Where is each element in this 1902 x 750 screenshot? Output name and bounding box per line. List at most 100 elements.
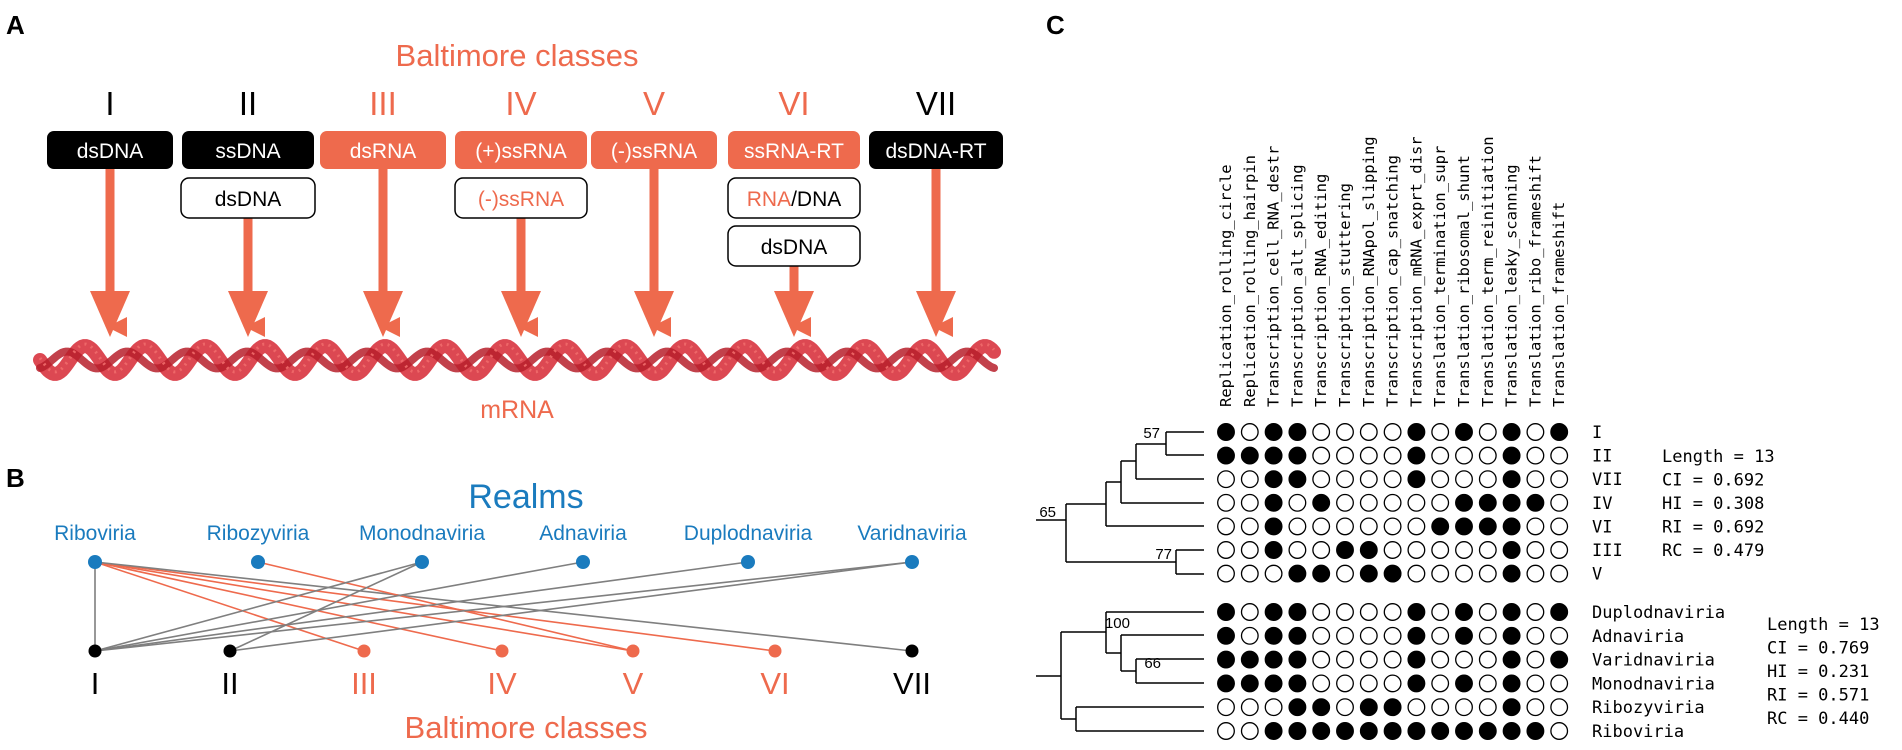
realms-cell-4-2 (1240, 674, 1259, 693)
tree-realms (1036, 611, 1204, 732)
realm-dot-riboviria (88, 555, 102, 569)
matrix1-stat-4: RI = 0.692 (1662, 518, 1764, 538)
classes-cell-7-1 (1217, 564, 1235, 583)
matrix1-stat-3: HI = 0.308 (1662, 494, 1764, 514)
realms-cell-6-2 (1240, 722, 1259, 740)
classes-cell-1-13 (1502, 423, 1521, 441)
baltimore-classes-footer: Baltimore classes (405, 710, 648, 745)
classes-cell-3-1 (1217, 470, 1235, 489)
classes-cell-4-4 (1288, 493, 1307, 512)
realms-cell-4-1 (1217, 674, 1235, 693)
class-numeral-5: V (643, 85, 665, 122)
classes-cell-2-13 (1502, 446, 1521, 465)
realms-row-label-6: Riboviria (1592, 722, 1684, 742)
link-monodnaviria-ii (229, 561, 423, 652)
genome-box-2 (182, 131, 314, 169)
classes-cell-2-9 (1407, 446, 1426, 465)
character-header-2: Replication_rolling_hairpin (1241, 155, 1259, 407)
classes-cell-5-7 (1359, 517, 1378, 536)
classes-cell-2-2 (1240, 446, 1259, 465)
realm-label-riboviria: Riboviria (54, 522, 136, 545)
class-dot-i (88, 644, 102, 658)
realms-cell-5-5 (1312, 698, 1331, 717)
intermediate-iv: (-)ssRNA (454, 177, 588, 219)
realms-cell-6-1 (1217, 722, 1235, 740)
class-dot-ii (223, 644, 237, 658)
realms-cell-4-12 (1478, 674, 1497, 693)
realms-cell-5-15 (1550, 698, 1569, 717)
link-monodnaviria-i (94, 561, 423, 652)
classes-row-label-2: II (1592, 447, 1612, 467)
realms-cell-1-7 (1359, 603, 1378, 621)
classes-cell-3-15 (1550, 470, 1569, 489)
classes-cell-5-14 (1526, 517, 1545, 536)
classes-cell-5-6 (1336, 517, 1354, 536)
realms-cell-1-2 (1240, 603, 1259, 621)
classes-cell-3-14 (1526, 470, 1545, 489)
realms-cell-2-2 (1240, 626, 1259, 645)
classes-cell-7-3 (1264, 564, 1283, 583)
matrix2-stat-2: CI = 0.769 (1767, 639, 1869, 659)
realms-cell-2-8 (1383, 626, 1402, 645)
realms-cell-6-14 (1526, 722, 1545, 740)
realms-cell-1-5 (1312, 603, 1331, 621)
realms-cell-3-11 (1455, 650, 1473, 669)
realms-cell-4-4 (1288, 674, 1307, 693)
realms-cell-4-6 (1336, 674, 1354, 693)
classes-cell-5-9 (1407, 517, 1426, 536)
rna-label: RNA (747, 188, 791, 211)
realm-dot-adnaviria (576, 555, 590, 569)
realm-dot-varidnaviria (905, 555, 919, 569)
classes-cell-7-7 (1359, 564, 1378, 583)
realms-cell-1-15 (1550, 603, 1569, 621)
realms-cell-2-6 (1336, 626, 1354, 645)
realms-cell-1-14 (1526, 603, 1545, 621)
class-arrows (90, 168, 956, 337)
arrowhead-7 (916, 291, 956, 337)
classes-cell-4-11 (1455, 493, 1473, 512)
classes-cell-2-3 (1264, 446, 1283, 465)
character-header-4: Transcription_alt_splicing (1288, 164, 1306, 407)
classes-cell-5-11 (1455, 517, 1473, 536)
classes-cell-6-5 (1312, 541, 1331, 559)
classes-cell-7-14 (1526, 564, 1545, 583)
link-riboviria-iv (94, 561, 503, 652)
classes-cell-3-7 (1359, 470, 1378, 489)
realm-label-adnaviria: Adnaviria (539, 522, 627, 545)
realms-cell-4-11 (1455, 674, 1473, 693)
character-header-3: Transcription_cell_RNA_destr (1265, 146, 1283, 407)
matrix1-stat-2: CI = 0.692 (1662, 471, 1764, 491)
link-riboviria-v (94, 561, 634, 652)
classes-row-label-6: III (1592, 541, 1623, 561)
classes-cell-7-13 (1502, 564, 1521, 583)
realms-cell-2-15 (1550, 626, 1569, 645)
intermediate-vi-1: RNA/DNA (727, 177, 861, 219)
classes-cell-6-4 (1288, 541, 1307, 559)
classes-cell-4-15 (1550, 493, 1569, 512)
classes-cell-3-11 (1455, 470, 1473, 489)
class-label-v: V (623, 666, 644, 701)
class-numeral-3: III (369, 85, 397, 122)
realms-cell-5-2 (1240, 698, 1259, 717)
support-65: 65 (1039, 504, 1056, 521)
classes-cell-4-9 (1407, 493, 1426, 512)
classes-cell-3-6 (1336, 470, 1354, 489)
classes-cell-2-6 (1336, 446, 1354, 465)
realms-cell-6-5 (1312, 722, 1331, 740)
realms-heading: Realms (468, 478, 583, 516)
realm-dot-ribozyviria (251, 555, 265, 569)
class-numeral-2: II (239, 85, 257, 122)
arrowhead-4 (501, 291, 541, 337)
dna-label: DNA (797, 188, 841, 211)
classes-cell-1-3 (1264, 423, 1283, 441)
classes-cell-4-6 (1336, 493, 1354, 512)
realms-cell-1-1 (1217, 603, 1235, 621)
realms-cell-6-8 (1383, 722, 1402, 740)
realms-cell-5-10 (1431, 698, 1450, 717)
classes-cell-4-2 (1240, 493, 1259, 512)
classes-cell-5-13 (1502, 517, 1521, 536)
realms-cell-1-11 (1455, 603, 1473, 621)
